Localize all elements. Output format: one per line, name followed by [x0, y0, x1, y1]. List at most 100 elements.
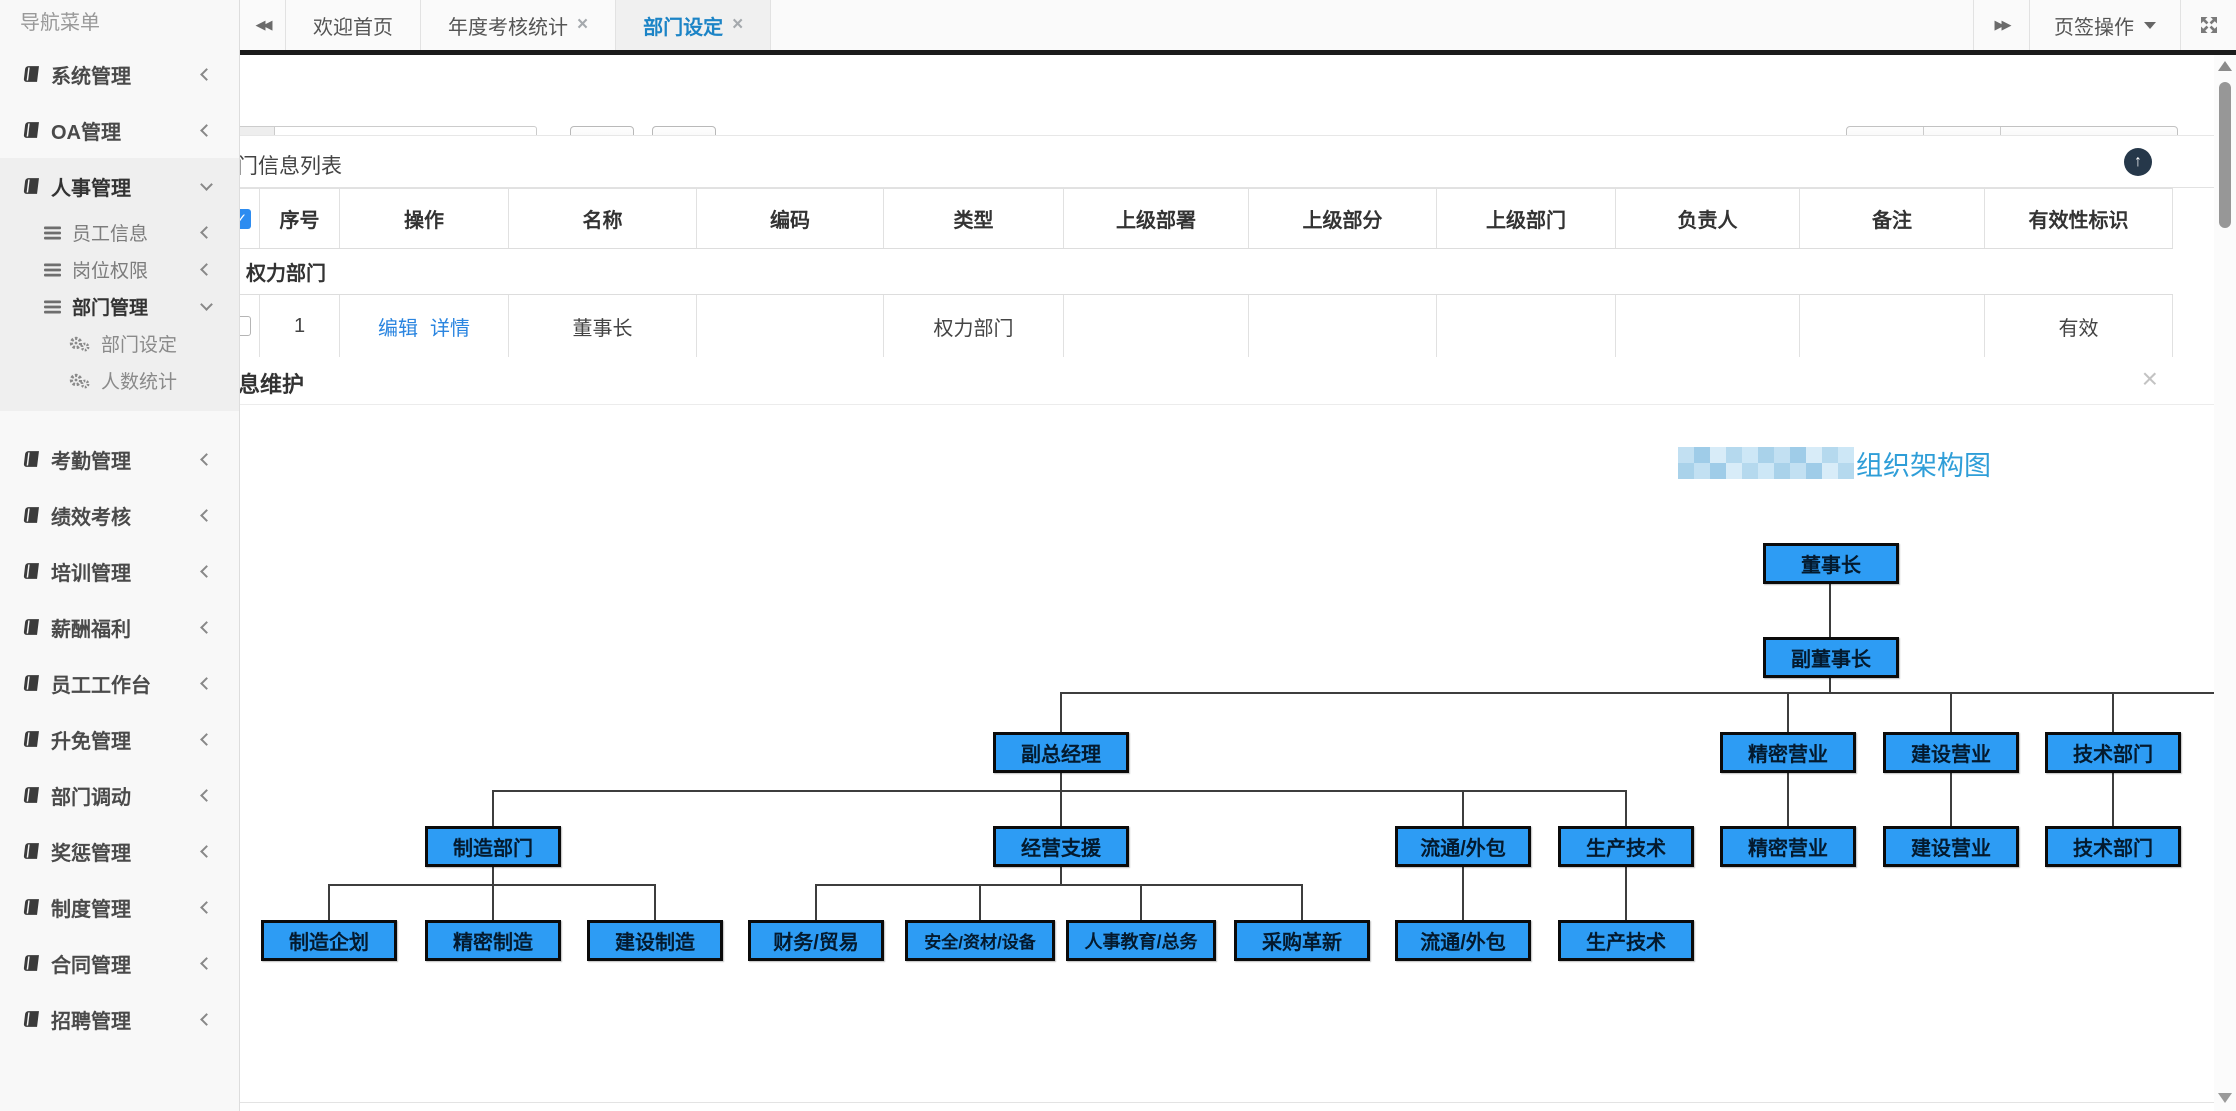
sidebar-item-promotion-management[interactable]: 升免管理: [0, 711, 239, 767]
org-node[interactable]: 技术部门: [2045, 826, 2181, 867]
book-icon: [23, 1011, 39, 1027]
collapse-panel-button[interactable]: ↑: [2124, 148, 2152, 176]
sidebar-item-label: 员工信息: [72, 224, 149, 245]
sidebar-item-training-management[interactable]: 培训管理: [0, 543, 239, 599]
vertical-scrollbar[interactable]: [2214, 55, 2236, 1111]
chevron-left-icon: [200, 732, 213, 746]
tab-operations-dropdown[interactable]: 页签操作: [2029, 0, 2180, 50]
sidebar-item-label: 培训管理: [51, 562, 131, 585]
org-node[interactable]: 董事长: [1763, 543, 1899, 584]
org-node[interactable]: 精密营业: [1720, 732, 1856, 773]
org-node[interactable]: 建设营业: [1883, 826, 2019, 867]
org-connector-line: [1829, 584, 1831, 637]
org-connector-line: [815, 884, 817, 920]
chevron-left-icon: [200, 676, 213, 690]
sidebar-item-department-management[interactable]: 部门管理: [0, 288, 239, 325]
org-node[interactable]: 副总经理: [993, 732, 1129, 773]
org-node[interactable]: 建设制造: [587, 920, 723, 961]
tab-label: 部门设定: [643, 16, 724, 39]
org-node[interactable]: 建设营业: [1883, 732, 2019, 773]
sidebar-group: OA管理: [0, 102, 239, 158]
sidebar-item-reward-punishment[interactable]: 奖惩管理: [0, 823, 239, 879]
tab-department-setting[interactable]: 部门设定 ×: [616, 0, 772, 50]
scrollbar-thumb[interactable]: [2219, 82, 2231, 228]
org-connector-line: [1787, 773, 1789, 826]
fullscreen-button[interactable]: [2180, 0, 2236, 50]
sidebar-item-department-transfer[interactable]: 部门调动: [0, 767, 239, 823]
org-connector-line: [493, 790, 1626, 792]
sidebar-item-label: 绩效考核: [51, 506, 131, 529]
column-header: 负责人: [1616, 189, 1800, 248]
org-node[interactable]: 精密制造: [425, 920, 561, 961]
org-node[interactable]: 生产技术: [1558, 920, 1694, 961]
tab-label: 年度考核统计: [448, 16, 568, 39]
scrollbar-down-arrow-icon[interactable]: [2218, 1093, 2232, 1103]
tab-close-icon[interactable]: ×: [732, 14, 744, 35]
table-cell: 董事长: [509, 295, 697, 357]
sidebar-item-employee-workbench[interactable]: 员工工作台: [0, 655, 239, 711]
scroll-tabs-right-button[interactable]: ▶▶: [1973, 0, 2029, 50]
org-node[interactable]: 技术部门: [2045, 732, 2181, 773]
mosaic-pixel: [1758, 463, 1774, 479]
sidebar-item-headcount-statistics[interactable]: 人数统计: [0, 362, 239, 399]
chevron-left-icon: [200, 620, 213, 634]
tab-welcome-home[interactable]: 欢迎首页: [286, 0, 421, 50]
table-cell: 权力部门: [884, 295, 1064, 357]
org-node[interactable]: 安全/资材/设备: [905, 920, 1055, 961]
org-node[interactable]: 财务/贸易: [748, 920, 884, 961]
table-cell: [1616, 295, 1800, 357]
org-node[interactable]: 流通/外包: [1395, 826, 1531, 867]
org-connector-line: [492, 790, 494, 826]
sidebar-item-system-management[interactable]: 系统管理: [0, 46, 239, 102]
sidebar-item-performance-appraisal[interactable]: 绩效考核: [0, 487, 239, 543]
table-cell: [1437, 295, 1616, 357]
chevron-left-icon: [200, 123, 213, 137]
sidebar-item-recruitment-management[interactable]: 招聘管理: [0, 991, 239, 1047]
book-icon: [23, 563, 39, 579]
chevron-left-icon: [200, 226, 213, 239]
mosaic-pixel: [1694, 463, 1710, 479]
mosaic-pixel: [1806, 463, 1822, 479]
org-node[interactable]: 制造部门: [425, 826, 561, 867]
sidebar-item-employee-info[interactable]: 员工信息: [0, 214, 239, 251]
gears-icon: [69, 373, 90, 389]
org-connector-line: [1950, 692, 1952, 732]
org-node[interactable]: 生产技术: [1558, 826, 1694, 867]
sidebar-item-hr-management[interactable]: 人事管理: [0, 158, 239, 214]
org-node[interactable]: 精密营业: [1720, 826, 1856, 867]
sidebar-item-department-setting[interactable]: 部门设定: [0, 325, 239, 362]
detail-link[interactable]: 详情: [430, 317, 470, 340]
tab-close-icon[interactable]: ×: [577, 14, 589, 35]
org-node[interactable]: 人事教育/总务: [1066, 920, 1216, 961]
org-node[interactable]: 经营支援: [993, 826, 1129, 867]
sidebar-item-oa-management[interactable]: OA管理: [0, 102, 239, 158]
org-connector-line: [979, 884, 981, 920]
book-icon: [23, 787, 39, 803]
org-connector-line: [1060, 692, 1062, 732]
mosaic-pixel: [1790, 463, 1806, 479]
sidebar-item-policy-management[interactable]: 制度管理: [0, 879, 239, 935]
redacted-company-name: [1678, 447, 1854, 479]
sidebar-item-label: 岗位权限: [72, 261, 149, 282]
sidebar-item-label: 招聘管理: [51, 1010, 131, 1033]
scrollbar-up-arrow-icon[interactable]: [2218, 61, 2232, 71]
edit-link[interactable]: 编辑: [378, 317, 418, 340]
org-connector-line: [1462, 867, 1464, 920]
sidebar-item-contract-management[interactable]: 合同管理: [0, 935, 239, 991]
column-header: 操作: [340, 189, 509, 248]
sidebar-item-salary-welfare[interactable]: 薪酬福利: [0, 599, 239, 655]
org-node[interactable]: 采购革新: [1234, 920, 1370, 961]
chevron-left-icon: [200, 956, 213, 970]
book-icon: [23, 66, 39, 82]
tab-annual-appraisal-stats[interactable]: 年度考核统计 ×: [421, 0, 617, 50]
sidebar-group: 系统管理: [0, 46, 239, 102]
org-node[interactable]: 流通/外包: [1395, 920, 1531, 961]
close-icon[interactable]: ×: [2141, 363, 2158, 394]
sidebar-item-post-permission[interactable]: 岗位权限: [0, 251, 239, 288]
org-node[interactable]: 制造企划: [261, 920, 397, 961]
table-group-row[interactable]: 权力部门: [222, 249, 2173, 295]
scroll-tabs-left-button[interactable]: ◀◀: [240, 0, 286, 50]
sidebar-item-attendance-management[interactable]: 考勤管理: [0, 431, 239, 487]
org-node[interactable]: 副董事长: [1763, 637, 1899, 678]
